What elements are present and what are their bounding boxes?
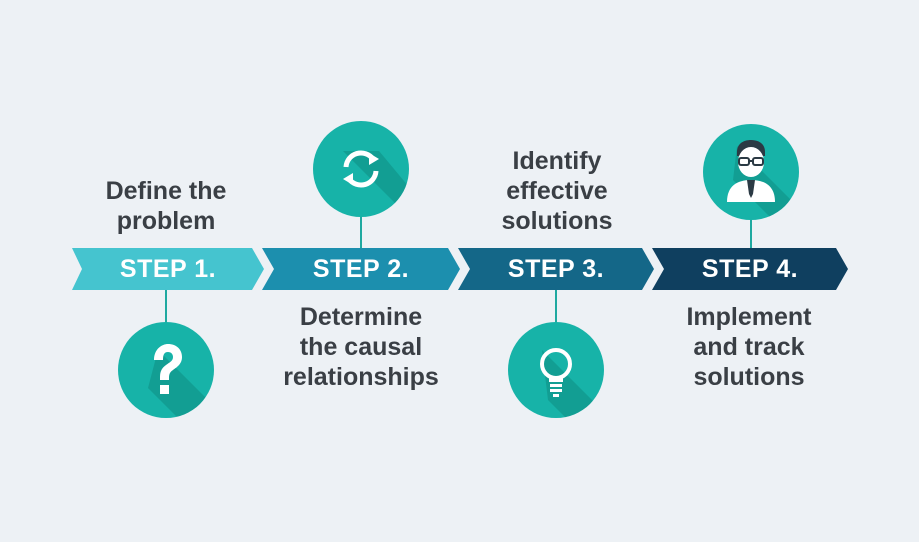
step-4-icon-circle <box>703 124 799 220</box>
step-1-caption: Define the problem <box>105 177 227 235</box>
step-3-connector <box>555 290 557 332</box>
step-1-icon-circle <box>118 322 214 418</box>
step-1-arrow: STEP 1. <box>72 248 264 290</box>
step-1-label: STEP 1. <box>119 255 217 283</box>
step-3-caption: Identify effective solutions <box>501 147 613 235</box>
step-1-connector <box>165 290 167 332</box>
step-2-caption: Determine the causal relationships <box>283 303 439 391</box>
step-3-label: STEP 3. <box>507 255 605 283</box>
step-4-arrow: STEP 4. <box>652 248 848 290</box>
step-2-label: STEP 2. <box>312 255 410 283</box>
step-4-caption: Implement and track solutions <box>686 303 812 391</box>
refresh-cycle-icon <box>343 150 409 217</box>
step-2-connector <box>360 210 362 248</box>
step-2-arrow: STEP 2. <box>262 248 460 290</box>
step-4-label: STEP 4. <box>701 255 799 283</box>
step-4-connector <box>750 210 752 248</box>
step-3-arrow: STEP 3. <box>458 248 654 290</box>
step-3-icon-circle <box>508 322 604 418</box>
businessman-icon <box>727 140 799 220</box>
light-bulb-icon <box>540 348 604 418</box>
step-2-icon-circle <box>313 121 409 217</box>
question-mark-icon <box>148 344 214 418</box>
